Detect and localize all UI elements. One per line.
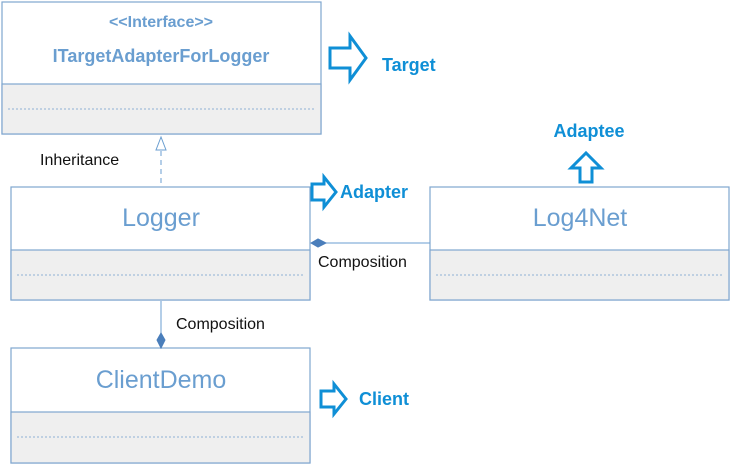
role-label-adaptee: Adaptee [553,121,624,141]
class-adaptee: Log4Net [429,186,730,301]
composition-label-adaptee: Composition [318,254,407,271]
inheritance-connector [155,135,167,186]
class-adapter: Logger [10,186,311,301]
class-target: <<Interface>> ITargetAdapterForLogger [1,1,322,135]
inheritance-label: Inheritance [40,152,119,169]
arrow-up-icon [567,150,605,184]
target-class-name: ITargetAdapterForLogger [53,46,270,66]
role-label-adapter: Adapter [340,182,408,202]
class-client: ClientDemo [10,347,311,464]
composition-connector-adaptee [309,238,430,248]
arrow-right-icon [310,172,338,212]
composition-label-client: Composition [176,316,265,333]
role-label-target: Target [382,55,436,75]
adapter-class-name: Logger [122,204,200,232]
role-label-client: Client [359,389,409,409]
arrow-right-icon [319,379,348,419]
adaptee-class-name: Log4Net [533,204,628,232]
client-class-name: ClientDemo [96,366,227,394]
arrow-right-icon [328,31,368,85]
composition-connector-client [156,301,166,350]
target-stereotype: <<Interface>> [109,14,213,31]
